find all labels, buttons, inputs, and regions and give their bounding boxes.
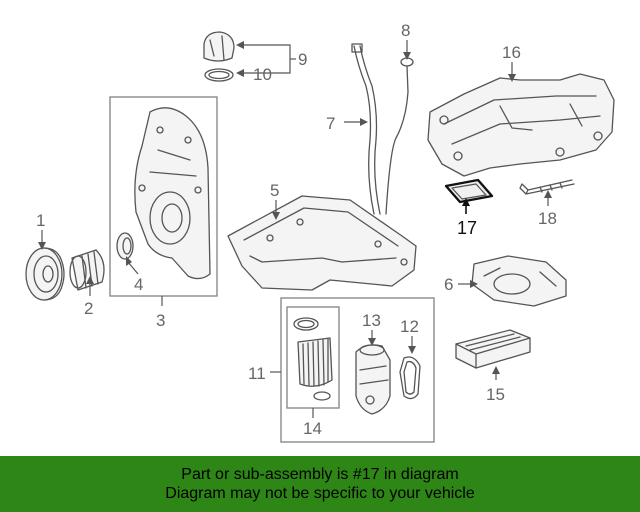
parts-diagram: 1 2 4 3 9 10: [25, 21, 615, 443]
callout-18: 18: [538, 209, 557, 228]
group-box-11: [280, 297, 435, 443]
info-banner: Part or sub-assembly is #17 in diagram D…: [0, 456, 640, 512]
part-15-cooler: [455, 329, 531, 369]
part-4-seal: [116, 232, 134, 260]
callout-10: 10: [253, 65, 272, 84]
callout-16: 16: [502, 43, 521, 62]
part-3-timing-cover: [134, 107, 211, 280]
part-10-seal: [204, 68, 234, 82]
callout-17: 17: [457, 218, 477, 238]
banner-line-2: Diagram may not be specific to your vehi…: [165, 485, 475, 502]
callout-12: 12: [400, 317, 419, 336]
part-5-oil-pan: [227, 195, 417, 291]
callout-11: 11: [248, 364, 266, 383]
part-14-filter: [293, 317, 333, 401]
group-box-3: [109, 96, 218, 297]
part-8-dipstick: [385, 57, 414, 215]
callout-15: 15: [486, 385, 505, 404]
callout-8: 8: [401, 21, 410, 40]
banner-line-1: Part or sub-assembly is #17 in diagram: [181, 466, 459, 483]
part-6-gasket: [471, 255, 567, 307]
callout-1: 1: [36, 211, 45, 230]
callout-14: 14: [303, 419, 322, 438]
part-12-seal: [399, 356, 421, 400]
callout-7: 7: [326, 114, 335, 133]
part-16-manifold: [427, 73, 615, 177]
callout-5: 5: [270, 181, 279, 200]
callout-6: 6: [444, 275, 453, 294]
callout-9: 9: [298, 50, 307, 69]
callout-2: 2: [84, 299, 93, 318]
part-17-gasket: [444, 178, 494, 204]
part-13-filter-housing: [355, 344, 391, 415]
callout-3: 3: [156, 311, 165, 330]
part-9-cap: [203, 31, 235, 62]
part-7-dipstick-tube: [351, 43, 381, 215]
part-18-bolt: [519, 179, 575, 195]
callout-4: 4: [134, 275, 143, 294]
callout-13: 13: [362, 311, 381, 330]
part-1-pulley: [25, 247, 65, 301]
